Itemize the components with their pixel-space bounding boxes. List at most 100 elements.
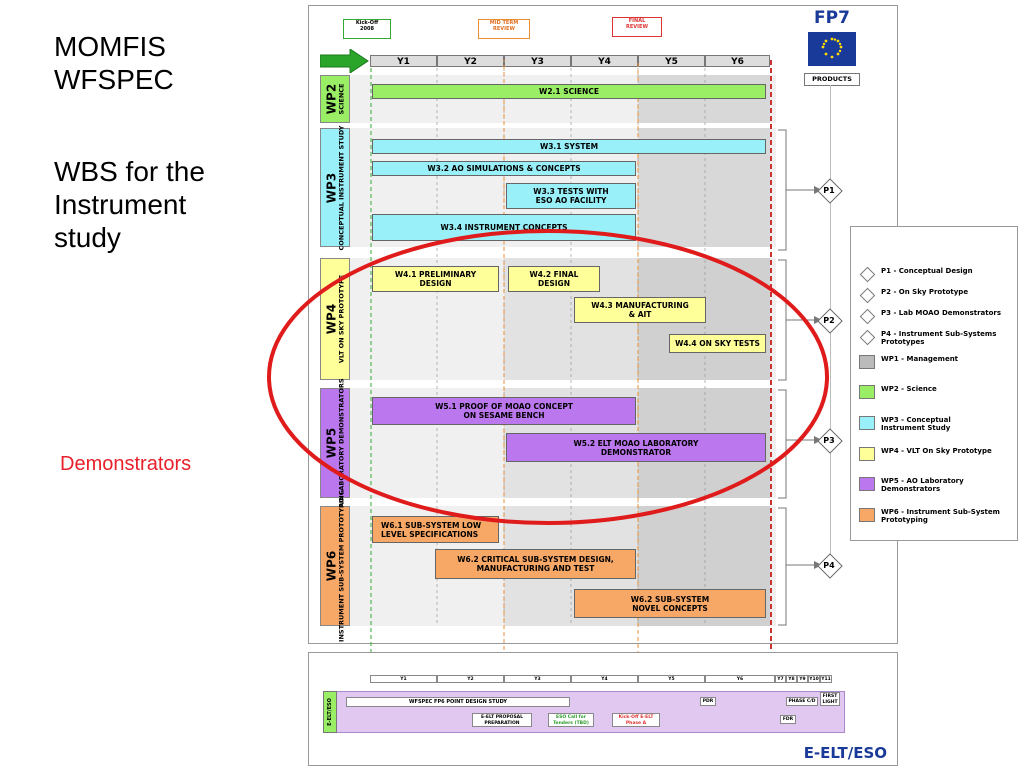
eso-year-y10: Y10: [808, 675, 820, 683]
legend-label: WP1 - Management: [881, 355, 959, 363]
eso-year-y1: Y1: [370, 675, 437, 683]
wp2-swatch: [859, 385, 875, 399]
task-w5-2-line: W5.2 ELT MOAO LABORATORY: [573, 438, 699, 448]
product-p4-label: P4: [823, 561, 835, 570]
task-w2-1: W2.1 SCIENCE: [372, 84, 766, 99]
eso-kickoff-box: Kick-Off E-ELT Phase A: [612, 713, 660, 727]
legend-label: WP6 - Instrument Sub-System Prototyping: [881, 508, 1000, 524]
eso-fdr-box: FDR: [780, 715, 796, 724]
final-review-milestone: FINAL REVIEW: [612, 17, 662, 37]
legend-label: WP4 - VLT On Sky Prototype: [881, 447, 992, 455]
product-p3-label: P3: [823, 436, 835, 445]
eu-flag-icon: [808, 32, 856, 66]
task-w4-4: W4.4 ON SKY TESTS: [669, 334, 766, 353]
eso-year-y4: Y4: [571, 675, 638, 683]
eso-year-y3: Y3: [504, 675, 571, 683]
legend-label: WP3 - Conceptual Instrument Study: [881, 416, 951, 432]
final-line: REVIEW: [626, 24, 648, 30]
task-w5-2-line: DEMONSTRATOR: [600, 447, 672, 457]
slide-title: MOMFIS WFSPEC: [54, 30, 174, 96]
highlight-ellipse: [267, 229, 829, 525]
task-w6-3-line: NOVEL CONCEPTS: [632, 603, 708, 613]
eso-year-y6: Y6: [705, 675, 775, 683]
legend-item: WP4 - VLT On Sky Prototype: [859, 447, 992, 461]
eso-side-label: E-ELT/ESO: [323, 691, 337, 733]
kickoff-line: Kick-Off: [355, 20, 379, 26]
eso-year-y7: Y7: [775, 675, 786, 683]
wp3-swatch: [859, 416, 875, 430]
legend-label: P2 - On Sky Prototype: [881, 288, 969, 296]
wp6-swatch: [859, 508, 875, 522]
legend-item: P3 - Lab MOAO Demonstrators: [859, 308, 1002, 325]
year-y1: Y1: [370, 55, 437, 67]
eso-side-label-text: E-ELT/ESO: [327, 698, 333, 726]
wp5-swatch: [859, 477, 875, 491]
legend-item: P4 - Instrument Sub-Systems Prototypes: [859, 329, 999, 346]
wp2-title: SCIENCE: [337, 83, 346, 115]
legend-label: P4 - Instrument Sub-Systems Prototypes: [881, 330, 997, 346]
year-y5: Y5: [638, 55, 705, 67]
demonstrators-callout: Demonstrators: [60, 453, 192, 475]
task-w3-2: W3.2 AO SIMULATIONS & CONCEPTS: [372, 161, 636, 176]
task-w4-1-line: W4.1 PRELIMINARY: [394, 270, 477, 279]
legend-panel: P1 - Conceptual Design P2 - On Sky Proto…: [850, 226, 1018, 541]
eso-year-y2: Y2: [437, 675, 504, 683]
task-w4-2-line: W4.2 FINAL: [529, 270, 579, 279]
product-p1-label: P1: [823, 186, 835, 195]
legend-item: WP3 - Conceptual Instrument Study: [859, 416, 989, 432]
legend-item: P1 - Conceptual Design: [859, 266, 973, 283]
eso-pdr-box: PDR: [700, 697, 716, 706]
eu-stars-icon: [821, 37, 843, 59]
eso-phase-box: PHASE C/D: [786, 697, 818, 706]
eso-proposal-box: E-ELT PROPOSAL PREPARATION: [472, 713, 532, 727]
title-line: MOMFIS: [54, 31, 166, 62]
legend-label: P3 - Lab MOAO Demonstrators: [881, 309, 1002, 317]
final-line: FINAL: [628, 18, 646, 24]
legend-label: P1 - Conceptual Design: [881, 267, 973, 275]
subtitle-line: Instrument: [54, 189, 187, 220]
legend-item: P2 - On Sky Prototype: [859, 287, 969, 304]
products-header: PRODUCTS: [804, 73, 860, 86]
task-w4-3: W4.3 MANUFACTURING& AIT: [574, 297, 706, 323]
eso-year-y8: Y8: [786, 675, 797, 683]
midterm-line: REVIEW: [493, 26, 515, 32]
task-w6-2-line: W6.2 CRITICAL SUB-SYSTEM DESIGN,: [457, 555, 614, 564]
p2-diamond-icon: [859, 287, 876, 304]
task-w6-1-line: LEVEL SPECIFICATIONS: [381, 529, 479, 539]
eso-year-y9: Y9: [797, 675, 808, 683]
fp7-logo-text: FP7: [814, 8, 850, 28]
kickoff-milestone: Kick-Off 2008: [343, 19, 391, 39]
start-arrow-icon: [320, 49, 369, 73]
legend-item: WP2 - Science: [859, 385, 937, 399]
p3-diamond-icon: [859, 308, 876, 325]
task-w6-2: W6.2 CRITICAL SUB-SYSTEM DESIGN,MANUFACT…: [435, 549, 636, 579]
task-w3-4: W3.4 INSTRUMENT CONCEPTS: [372, 214, 636, 241]
task-w3-3-line: W3.3 TESTS WITH: [533, 187, 609, 196]
legend-item: WP5 - AO Laboratory Demonstrators: [859, 477, 989, 493]
eso-first-light-box: FIRST LIGHT: [820, 692, 840, 706]
wp2-id: WP2: [324, 83, 339, 115]
eso-call-box: ESO Call for Tenders (TBD): [548, 713, 594, 727]
task-w6-1-line: W6.1 SUB-SYSTEM LOW: [381, 520, 482, 530]
year-y6: Y6: [705, 55, 770, 67]
task-w3-3-line: ESO AO FACILITY: [535, 196, 607, 205]
task-w4-1-line: DESIGN: [419, 279, 452, 288]
title-line: WFSPEC: [54, 64, 174, 95]
midterm-line: MID TERM: [489, 20, 519, 26]
eso-year-y11: Y11: [820, 675, 832, 683]
shade-wp2: [638, 75, 770, 123]
task-w4-3-line: W4.3 MANUFACTURING: [591, 301, 689, 310]
task-w3-1: W3.1 SYSTEM: [372, 139, 766, 154]
legend-item: WP6 - Instrument Sub-System Prototyping: [859, 508, 1009, 524]
task-w4-3-line: & AIT: [628, 310, 652, 319]
task-w5-1-line: W5.1 PROOF OF MOAO CONCEPT: [435, 402, 573, 411]
legend-label: WP5 - AO Laboratory Demonstrators: [881, 477, 964, 493]
